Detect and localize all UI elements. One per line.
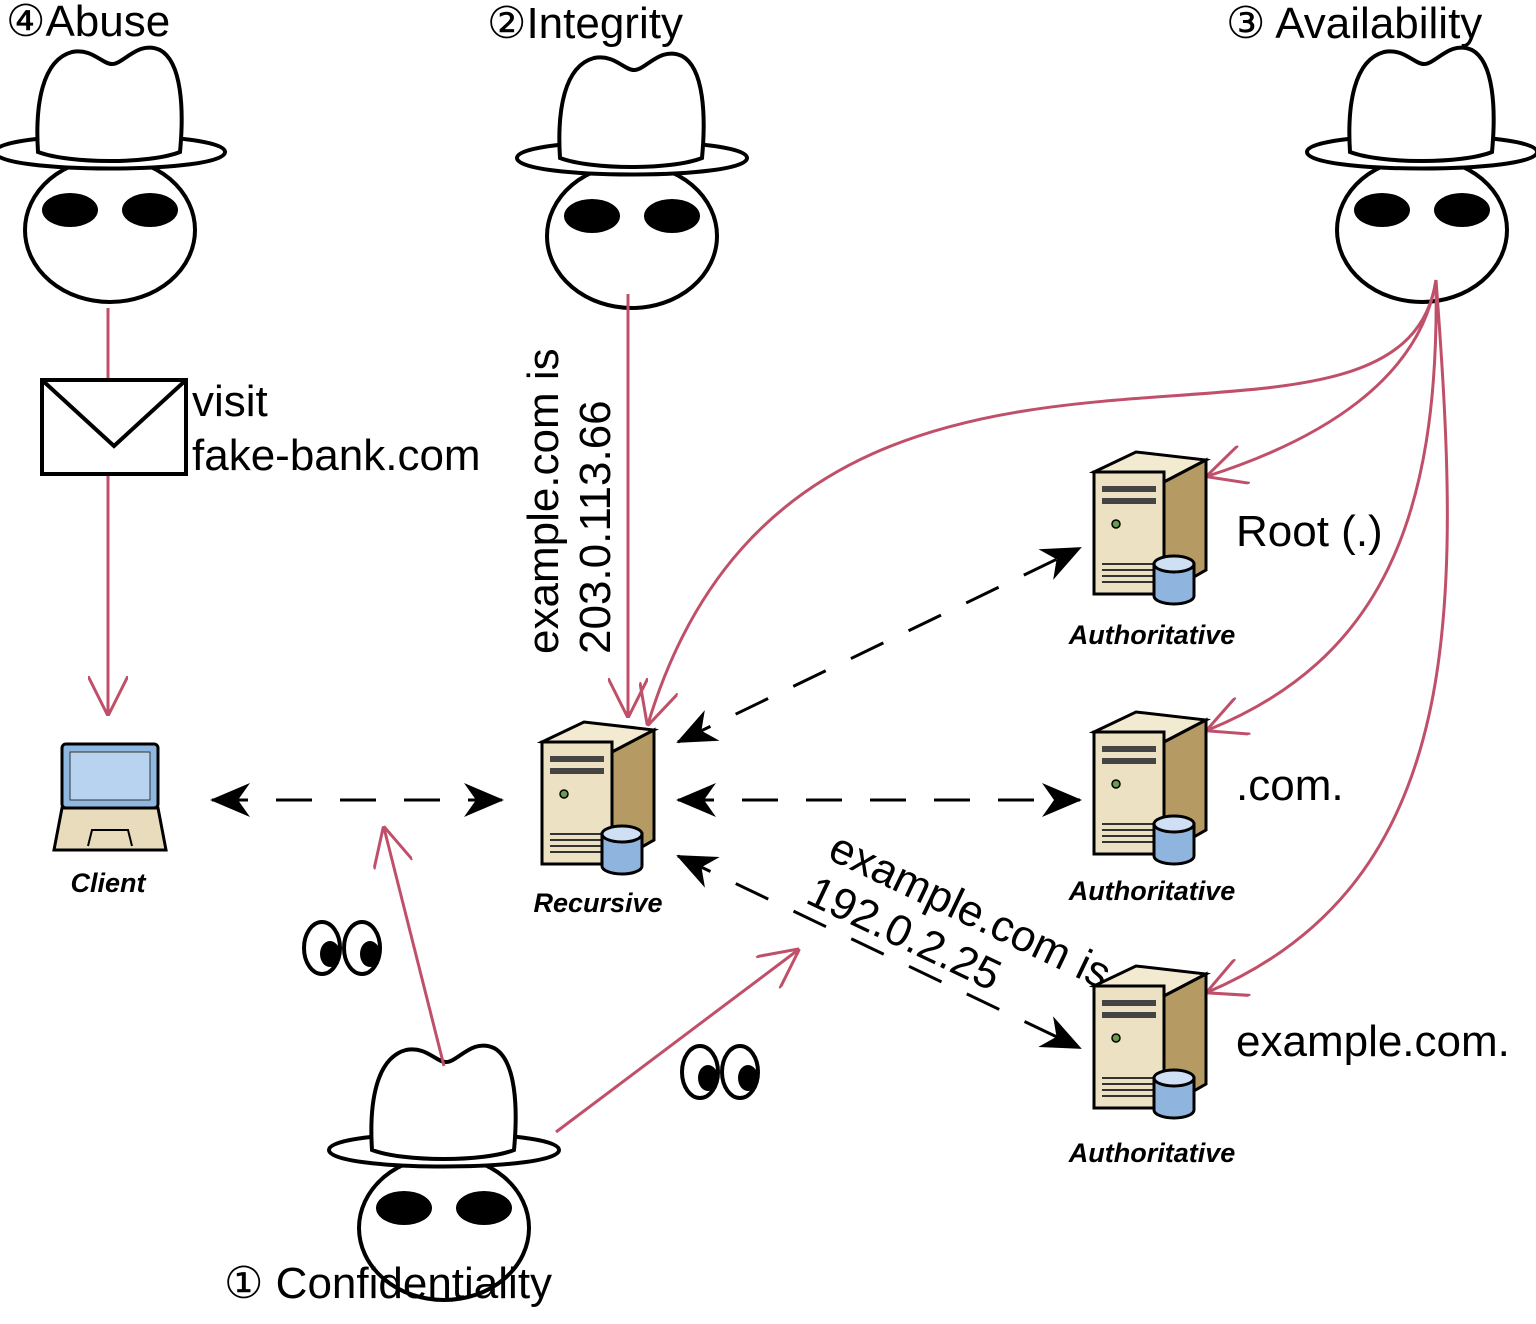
root-role-label: Authoritative — [1068, 620, 1236, 650]
integrity-attacker-icon — [515, 51, 749, 310]
threat-title-confidentiality: ① Confidentiality — [224, 1259, 552, 1308]
client-label: Client — [70, 868, 146, 898]
envelope-icon — [40, 378, 188, 476]
recursive-label: Recursive — [533, 888, 662, 918]
recursive-server-icon — [540, 720, 656, 876]
root-name-label: Root (.) — [1236, 507, 1383, 556]
threat-title-abuse: ④Abuse — [6, 0, 170, 46]
abuse-attacker-icon — [0, 45, 227, 304]
confidentiality-arrow-client-link — [384, 828, 446, 1067]
availability-arrow-root — [1208, 279, 1438, 476]
root-server-icon — [1092, 450, 1208, 606]
availability-arrow-com — [1208, 279, 1438, 730]
threat-title-integrity: ②Integrity — [487, 0, 683, 48]
com-name-label: .com. — [1236, 761, 1344, 810]
email-text-line2: fake-bank.com — [192, 431, 481, 480]
integrity-msg-line1: example.com is — [519, 348, 568, 654]
integrity-msg-line2: 203.0.113.66 — [571, 400, 620, 654]
eyes-icon-right — [680, 1044, 760, 1100]
laptop-icon — [52, 742, 168, 852]
availability-arrow-recursive — [648, 279, 1438, 724]
flow-recursive-root — [676, 546, 1082, 744]
threat-title-availability: ③ Availability — [1226, 0, 1482, 48]
confidentiality-arrow-server-link — [555, 950, 798, 1134]
example-server-icon — [1092, 964, 1208, 1120]
com-server-icon — [1092, 710, 1208, 866]
com-role-label: Authoritative — [1068, 876, 1236, 906]
eyes-icon-left — [302, 920, 382, 976]
example-name-label: example.com. — [1236, 1017, 1510, 1066]
flow-recursive-example — [676, 854, 1082, 1050]
example-role-label: Authoritative — [1068, 1138, 1236, 1168]
email-text-line1: visit — [192, 377, 268, 426]
availability-attacker-icon — [1305, 45, 1536, 304]
availability-arrow-example — [1208, 279, 1449, 992]
